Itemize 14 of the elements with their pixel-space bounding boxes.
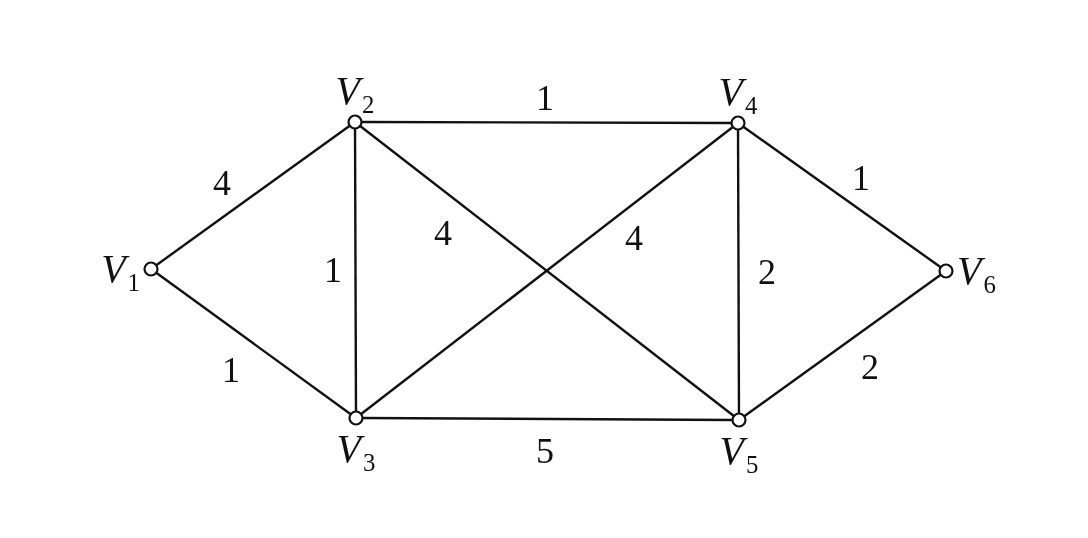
vertex-label: V$_{4}$ bbox=[718, 72, 758, 112]
edge-line bbox=[155, 271, 352, 416]
edge-line bbox=[353, 128, 358, 412]
vertex-label: V$_{6}$ bbox=[957, 251, 996, 291]
edge-line bbox=[743, 273, 942, 418]
vertex-label: V$_{2}$ bbox=[335, 71, 375, 111]
edge-line bbox=[155, 124, 351, 267]
vertex-label: V$_{5}$ bbox=[719, 431, 759, 471]
edge-line bbox=[742, 125, 942, 269]
vertex-label: V$_{3}$ bbox=[336, 429, 376, 469]
edge-line bbox=[736, 129, 741, 414]
vertex-label: V$_{1}$ bbox=[101, 249, 140, 289]
edge-line bbox=[362, 416, 733, 422]
edge-line bbox=[361, 120, 732, 125]
